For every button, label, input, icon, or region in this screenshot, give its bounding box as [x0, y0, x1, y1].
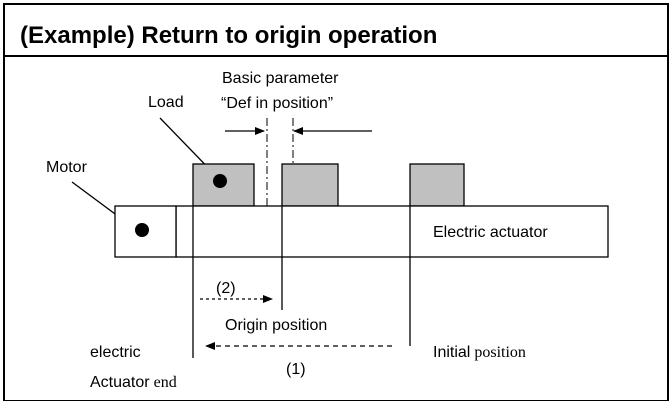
load-block-origin — [281, 163, 339, 207]
load-block-initial — [409, 163, 465, 207]
outer-frame — [3, 3, 669, 401]
basic-parameter-label: Basic parameter — [222, 70, 339, 87]
def-in-position-label: “Def in position” — [221, 95, 333, 112]
initial-position-label: Initial position — [433, 344, 526, 361]
step-1-label: (1) — [286, 361, 306, 378]
actuator-end-label: Actuator end — [90, 374, 177, 391]
load-label: Load — [148, 94, 184, 111]
initial-position-label-b: position — [470, 344, 526, 361]
electric-actuator-body — [175, 205, 609, 258]
electric-actuator-label: Electric actuator — [433, 224, 548, 241]
motor-dot — [135, 223, 149, 237]
initial-position-label-a: Initial — [433, 344, 470, 361]
origin-position-label: Origin position — [225, 317, 327, 334]
load-dot — [213, 174, 227, 188]
step-2-label: (2) — [216, 280, 236, 297]
actuator-end-label-b: end — [150, 374, 177, 391]
motor-label: Motor — [46, 159, 88, 176]
diagram-title: (Example) Return to origin operation — [20, 22, 437, 49]
electric-label: electric — [90, 344, 141, 361]
actuator-end-label-a: Actuator — [90, 374, 150, 391]
